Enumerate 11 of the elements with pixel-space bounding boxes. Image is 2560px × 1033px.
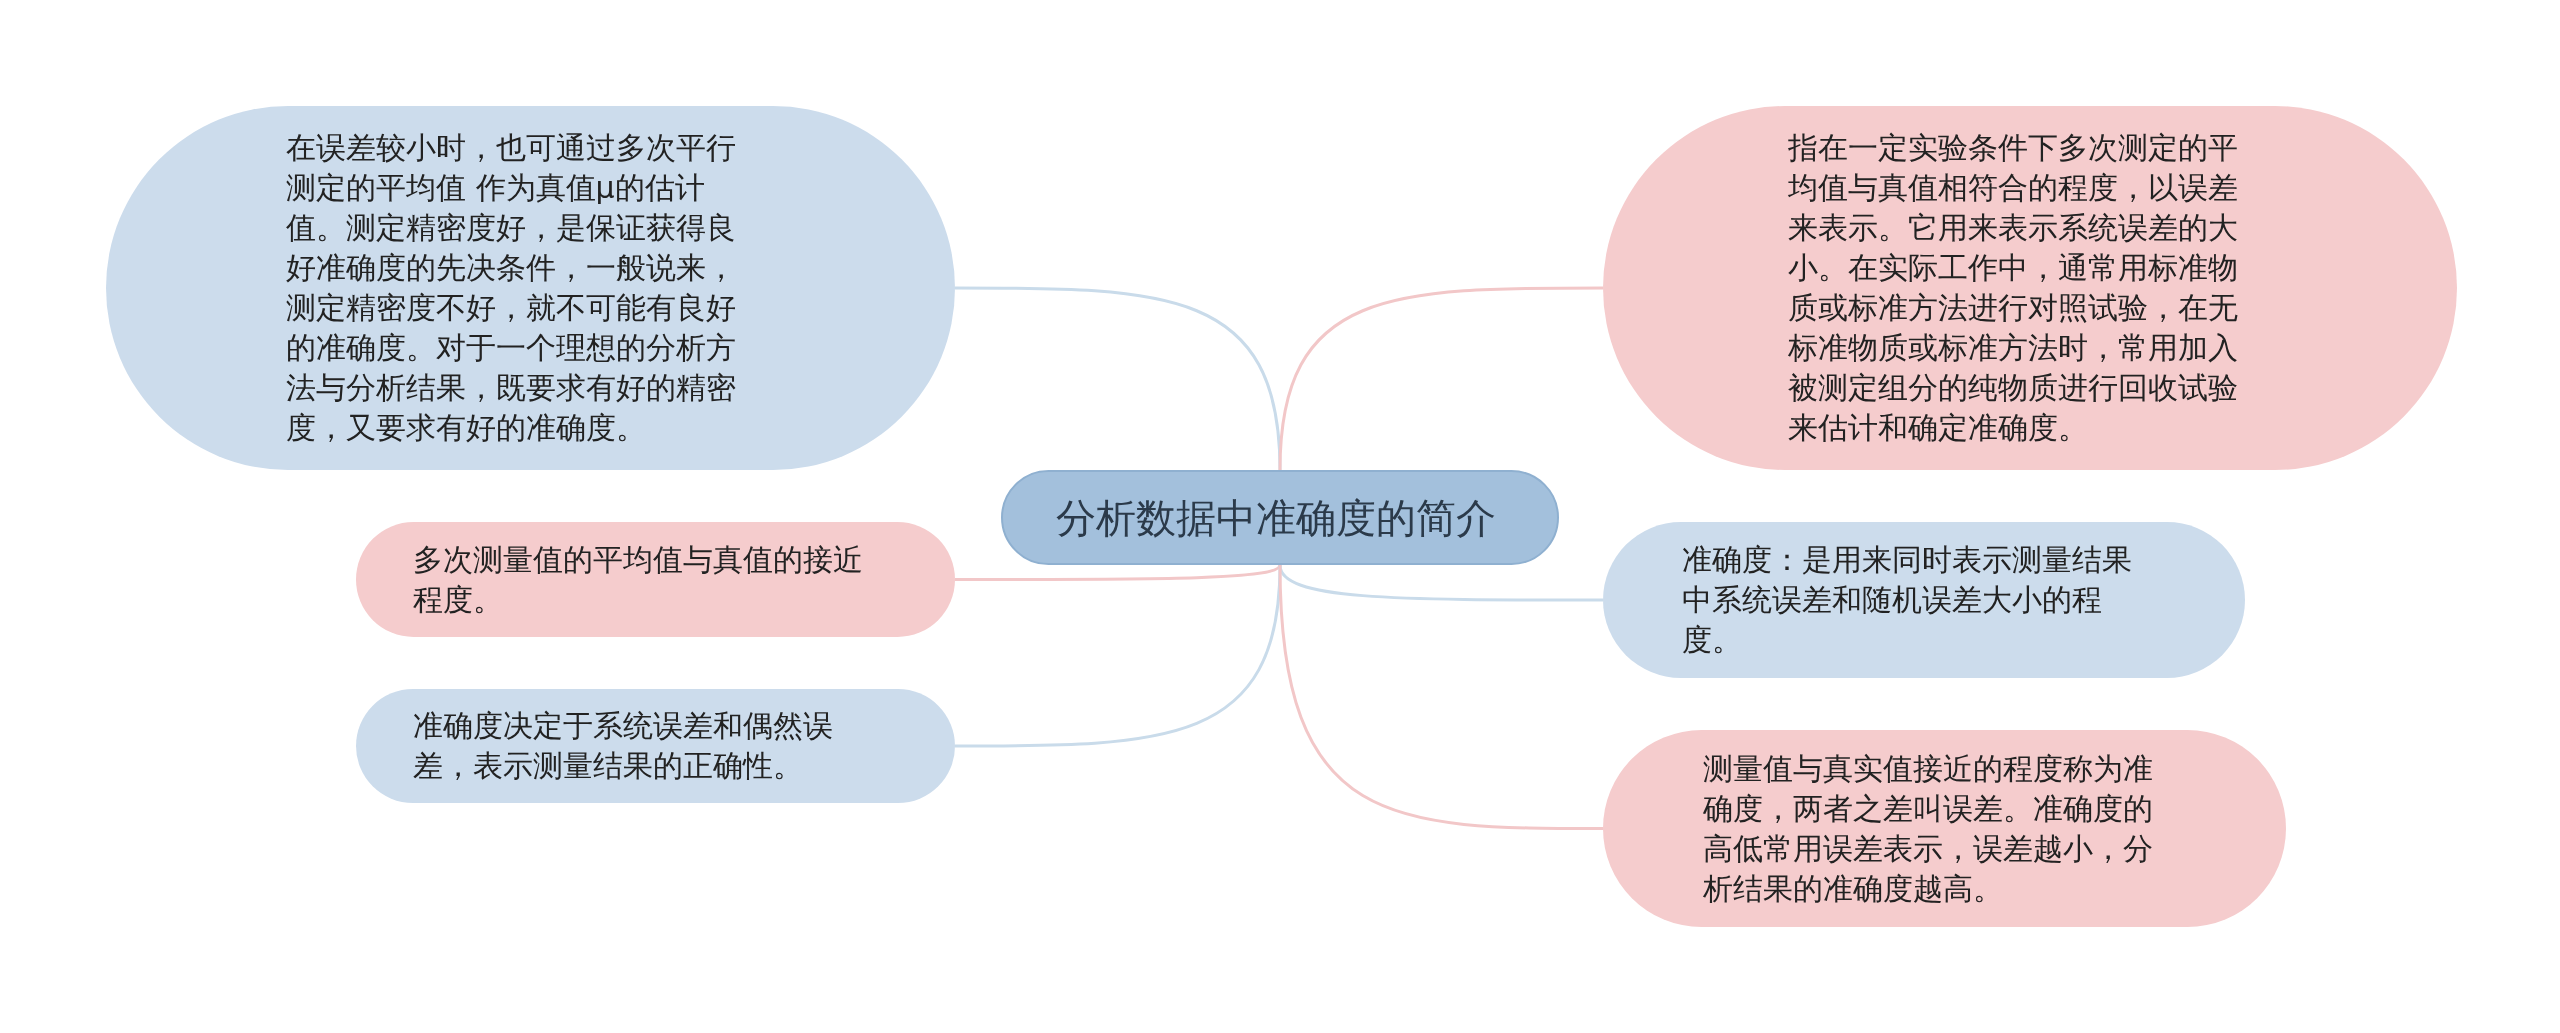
- connector-curve: [955, 564, 1282, 748]
- topic-title: 分析数据中准确度的简介: [1056, 493, 1496, 543]
- connector-curve: [1278, 564, 1603, 830]
- note-text: 指在一定实验条件下多次测定的平均值与真值相符合的程度，以误差来表示。它用来表示系统误差的大小。在实际工作中，通常用标准物质或标准方法进行对照试验，在无标准物质或标准方法时，常用加入被测定组分的纯物质进行回收试验来估计和确定准确度。: [1788, 129, 2239, 447]
- note-text: 测量值与真实值接近的程度称为准确度，两者之差叫误差。准确度的高低常用误差表示，误差越小，分析结果的准确度越高。: [1703, 749, 2154, 908]
- note-text: 多次测量值的平均值与真值的接近程度。: [413, 540, 864, 619]
- note-text: 准确度：是用来同时表示测量结果中系统误差和随机误差大小的程度。: [1682, 541, 2133, 659]
- connector-curve: [1278, 286, 1603, 471]
- connector-curve: [955, 286, 1282, 471]
- note-text: 在误差较小时，也可通过多次平行测定的平均值 作为真值μ的估计值。测定精密度好，是保证获得良好准确度的先决条件，一般说来，测定精密度不好，就不可能有良好的准确度。对于一个理想的分析方法与分析结果，既要求有好的精密度，又要求有好的准确度。: [286, 129, 737, 447]
- note-text: 准确度决定于系统误差和偶然误差，表示测量结果的正确性。: [413, 707, 834, 785]
